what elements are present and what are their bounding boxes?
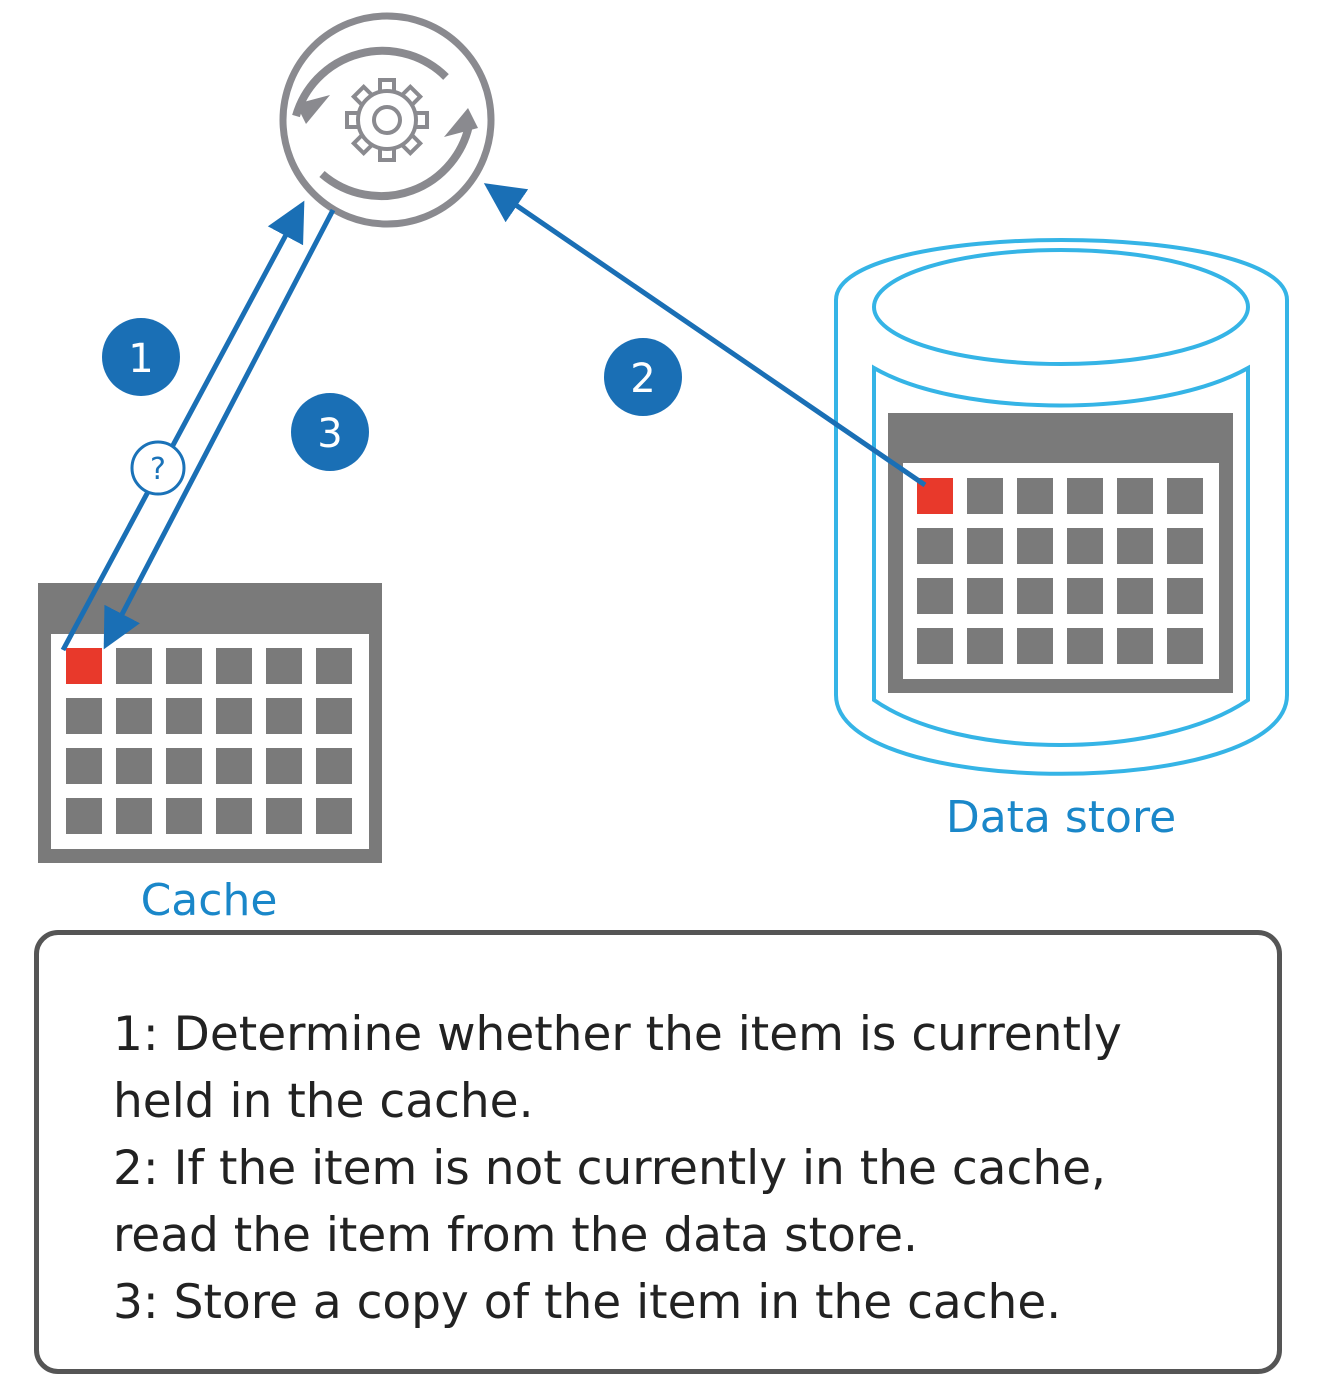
cache-cell: [266, 798, 302, 834]
data-store-cell: [967, 578, 1003, 614]
data-store-cell: [967, 628, 1003, 664]
cache-cell: [316, 698, 352, 734]
cache-label: Cache: [141, 875, 278, 926]
cache-cell: [116, 748, 152, 784]
data-store-cell: [1067, 478, 1103, 514]
data-store-cell: [1017, 528, 1053, 564]
data-store-label: Data store: [946, 792, 1176, 843]
cache-cell: [166, 748, 202, 784]
cache-cell: [266, 698, 302, 734]
cache-cell: [316, 748, 352, 784]
data-store-cell: [1067, 628, 1103, 664]
notes-box: 1: Determine whether the item is current…: [34, 930, 1282, 1374]
note-step-1: 1: Determine whether the item is current…: [113, 1007, 1122, 1129]
gear-icon: [345, 78, 429, 162]
cache-cell: [266, 748, 302, 784]
step-badge-label: 1: [128, 336, 153, 382]
notes-list: 1: Determine whether the item is current…: [39, 935, 1277, 1336]
cache-cell: [166, 648, 202, 684]
data-store-cell: [917, 578, 953, 614]
data-store-cell: [1167, 628, 1203, 664]
cache-cell: [116, 648, 152, 684]
cache-cell: [66, 798, 102, 834]
cache-cell: [166, 798, 202, 834]
note-step-2: 2: If the item is not currently in the c…: [113, 1141, 1106, 1263]
cache-cell: [216, 748, 252, 784]
cache-cell: [216, 648, 252, 684]
note-step-3: 3: Store a copy of the item in the cache…: [113, 1275, 1062, 1330]
data-store-cell: [1167, 528, 1203, 564]
data-store-cell: [1017, 628, 1053, 664]
data-store-cell: [1017, 478, 1053, 514]
step-badge-label: 2: [630, 356, 655, 402]
data-store-cell: [1117, 478, 1153, 514]
cache-cell: [216, 698, 252, 734]
data-store-table: [888, 413, 1233, 693]
data-store-cell: [967, 528, 1003, 564]
service-node: [279, 12, 495, 228]
data-store-cell: [1017, 578, 1053, 614]
query-marker-label: ?: [150, 452, 166, 487]
step-2-arrow: [483, 183, 927, 488]
data-store-cell: [917, 528, 953, 564]
cache-highlighted-cell: [66, 648, 102, 684]
step-badge-label: 3: [317, 411, 342, 457]
cache-cell: [266, 648, 302, 684]
step-3-arrow: [103, 208, 336, 650]
step-badge-2: 2: [604, 338, 682, 416]
data-store-cell: [967, 478, 1003, 514]
data-store-cell: [1117, 628, 1153, 664]
cache-cell: [316, 798, 352, 834]
data-store-cell: [917, 628, 953, 664]
data-store-cell: [1167, 578, 1203, 614]
data-store-cell: [1117, 578, 1153, 614]
step-1-arrow: [60, 200, 305, 652]
cache-cell: [66, 748, 102, 784]
cache-cell: [166, 698, 202, 734]
data-store-cell: [1167, 478, 1203, 514]
step-badge-1: 1: [102, 318, 180, 396]
step-badge-3: 3: [291, 393, 369, 471]
cache-cell: [216, 798, 252, 834]
query-marker: ?: [130, 440, 186, 496]
data-store-cell: [1067, 578, 1103, 614]
gear-refresh-icon: [292, 46, 478, 201]
data-store-cell: [1117, 528, 1153, 564]
cache-cell: [116, 798, 152, 834]
cache-table: [38, 583, 382, 863]
cache-cell: [316, 648, 352, 684]
cache-cell: [66, 698, 102, 734]
data-store-cell: [1067, 528, 1103, 564]
cache-cell: [116, 698, 152, 734]
